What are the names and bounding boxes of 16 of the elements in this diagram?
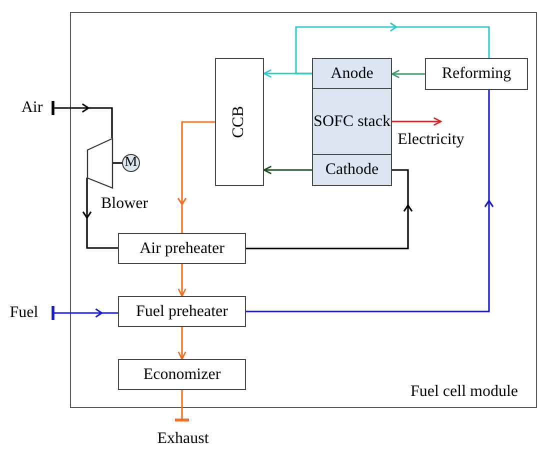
process-box: CCB [215,58,264,186]
stack-section: Anode [312,58,392,89]
stack-section: SOFC stack [312,88,392,155]
module-frame [70,12,537,408]
motor-circle: M [122,154,140,172]
process-box: Reforming [425,58,528,90]
process-box: Economizer [118,359,246,390]
blower-symbol [87,138,113,189]
blower-label: Blower [101,195,148,213]
stack-section: Cathode [312,154,392,186]
flow-label: Exhaust [145,428,221,450]
flow-label: Air [14,98,50,118]
process-box: Air preheater [118,233,246,264]
flow-label: Fuel [6,303,42,323]
process-box: Fuel preheater [118,296,246,327]
module-label: Fuel cell module [410,383,518,401]
